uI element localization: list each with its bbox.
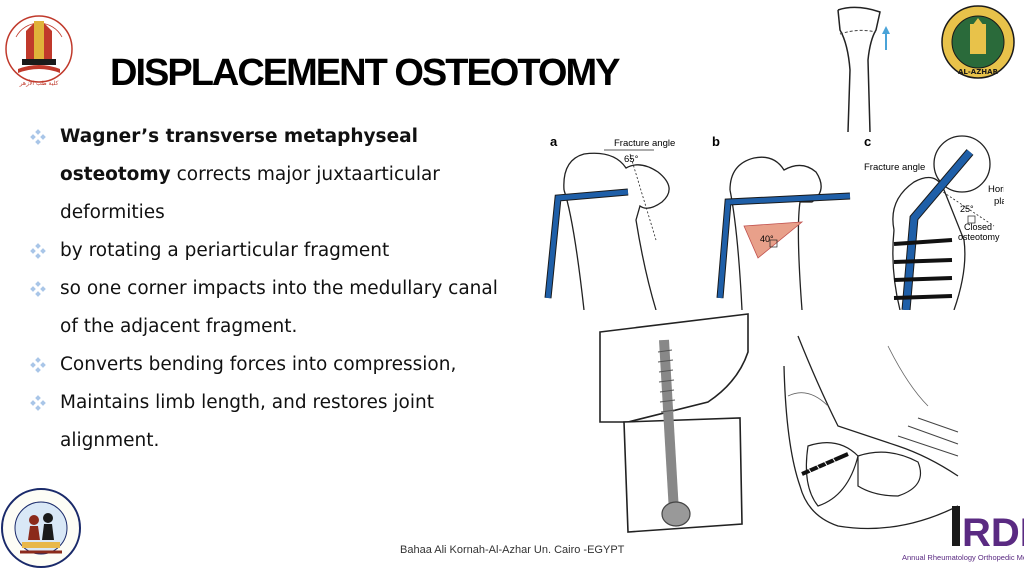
foot-osteotomy-figure (778, 326, 964, 540)
bullet-bold-text: Wagner’s transverse metaphyseal osteotom… (60, 126, 418, 185)
bullet-text: so one corner impacts into the medullary… (60, 278, 498, 337)
bullet-text: Maintains limb length, and restores join… (60, 392, 434, 451)
bullet-item: Maintains limb length, and restores join… (30, 384, 510, 460)
diamond-bullet-icon (30, 129, 46, 145)
meeting-logo-caption: Annual Rheumatology Orthopedic Meeting (902, 553, 1024, 562)
egyptian-orthopaedic-association-logo (0, 482, 82, 576)
osteotomy-label: osteotomy (958, 232, 1000, 242)
bullet-text: corrects major juxtaarticular deformitie… (60, 164, 440, 223)
faculty-of-medicine-logo: كلية طب الأزهر (4, 3, 74, 99)
bullet-text: by rotating a periarticular fragment (60, 240, 390, 261)
bullet-item: Wagner’s transverse metaphyseal osteotom… (30, 118, 510, 232)
angle-b-label: 40° (760, 234, 774, 244)
bullet-item: so one corner impacts into the medullary… (30, 270, 510, 346)
tibia-sketch-figure (826, 0, 898, 132)
diamond-bullet-icon (30, 243, 46, 259)
diamond-bullet-icon (30, 357, 46, 373)
slide-title: DISPLACEMENT OSTEOTOMY (110, 52, 620, 94)
panel-c-label: c (864, 134, 871, 149)
svg-text:كلية طب الأزهر: كلية طب الأزهر (19, 79, 59, 87)
horizontal-plane-label-2: plane (994, 196, 1004, 207)
diamond-bullet-icon (30, 281, 46, 297)
bullet-item: by rotating a periarticular fragment (30, 232, 510, 270)
al-azhar-university-logo: AL-AZHAR (940, 2, 1016, 82)
meeting-logo: RDM Annual Rheumatology Orthopedic Meeti… (902, 506, 1024, 562)
panel-a-label: a (550, 134, 558, 149)
horizontal-plane-label-1: Horizont (988, 184, 1004, 195)
bullet-item: Converts bending forces into compression… (30, 346, 510, 384)
screw-osteotomy-figure (599, 313, 749, 533)
femur-osteotomy-figure: a Fracture angle 65° b 40° c Fracture an… (544, 134, 1004, 310)
bullet-text: Converts bending forces into compression… (60, 354, 457, 375)
footer-credit: Bahaa Ali Kornah-Al-Azhar Un. Cairo -EGY… (400, 544, 625, 556)
svg-text:AL-AZHAR: AL-AZHAR (958, 68, 999, 76)
diamond-bullet-icon (30, 395, 46, 411)
meeting-logo-mark: RDM (962, 511, 1024, 555)
fracture-angle-c-label: Fracture angle (864, 162, 925, 173)
fracture-angle-a-label: Fracture angle (614, 138, 675, 149)
angle-c-label: 25° (960, 204, 974, 214)
bullet-list: Wagner’s transverse metaphyseal osteotom… (30, 118, 510, 460)
closed-label: Closed (964, 222, 992, 232)
panel-b-label: b (712, 134, 720, 149)
